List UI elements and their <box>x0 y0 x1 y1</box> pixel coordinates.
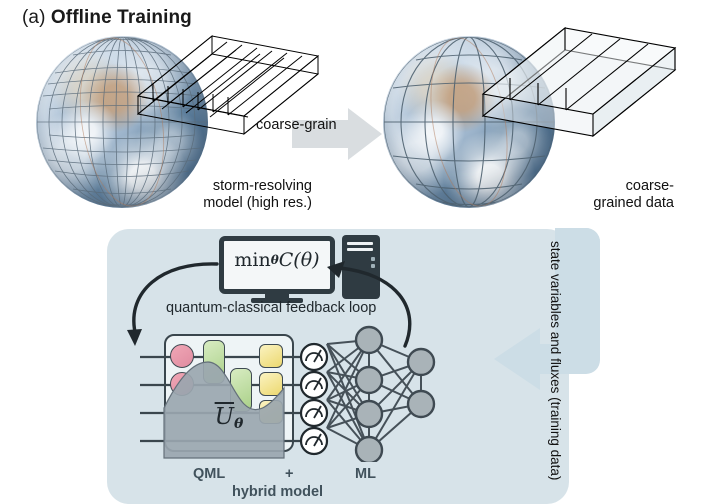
monitor-stand <box>265 294 289 299</box>
unitary-symbol: U <box>214 404 235 430</box>
storm-resolving-caption: storm-resolving model (high res.) <box>170 178 312 212</box>
qml-label: QML <box>193 466 226 482</box>
tower-indicator <box>371 257 375 261</box>
training-data-arrow-label: state variables and fluxes (training dat… <box>548 241 563 481</box>
tower-slot <box>347 248 373 251</box>
measurement-gauge-icon <box>299 398 329 428</box>
training-data-arrow <box>494 228 600 390</box>
coarse-grain-label: coarse-grain <box>256 117 337 133</box>
coarse-grained-globe <box>383 26 677 208</box>
tower-slot <box>347 242 373 245</box>
nn-node <box>354 325 436 462</box>
caption-line-1: storm-resolving <box>212 178 312 194</box>
computer-tower-icon <box>342 235 380 299</box>
storm-resolving-globe <box>36 34 320 208</box>
qgate-parametric <box>259 372 283 396</box>
coarse-grained-caption: coarse- grained data <box>520 178 674 212</box>
measurement-gauge-icon <box>299 426 329 456</box>
arrowhead-to-circuit <box>127 329 142 346</box>
plus-label: + <box>285 466 294 482</box>
measurement-gauges <box>299 342 329 456</box>
arrowhead-to-tower <box>327 261 345 278</box>
qgate-rotation <box>170 344 194 368</box>
objective-cost: C(θ) <box>278 249 320 271</box>
qgate-parametric <box>259 344 283 368</box>
panel-label: (a) <box>22 7 46 28</box>
objective-min: min <box>234 249 271 271</box>
feedback-loop-label: quantum-classical feedback loop <box>166 300 377 316</box>
panel-title-text: Offline Training <box>50 7 192 28</box>
ml-label: ML <box>355 466 376 482</box>
coarse-grain-arrow <box>292 108 382 160</box>
caption-line-2: model (high res.) <box>203 195 312 211</box>
fine-grid-column <box>136 34 320 136</box>
feedback-loop-arrows <box>127 261 412 348</box>
unitary-subscript: θ <box>234 416 244 432</box>
coarse-grid-column <box>481 26 677 138</box>
measurement-gauge-icon <box>299 370 329 400</box>
measurement-gauge-icon <box>299 342 329 372</box>
tower-indicator <box>371 264 375 268</box>
objective-subscript: θ <box>270 253 279 267</box>
caption-line-1: coarse- <box>625 178 674 194</box>
unitary-envelope <box>163 361 285 459</box>
caption-line-2: grained data <box>593 195 674 211</box>
page-title: (a) Offline Training <box>22 7 192 29</box>
monitor-screen <box>219 236 335 294</box>
monitor-base <box>251 298 303 303</box>
unitary-label: Uθ <box>166 404 292 432</box>
coarse-grid-mesh <box>384 37 554 207</box>
neural-network <box>326 325 436 462</box>
hybrid-model-label: hybrid model <box>232 484 324 500</box>
